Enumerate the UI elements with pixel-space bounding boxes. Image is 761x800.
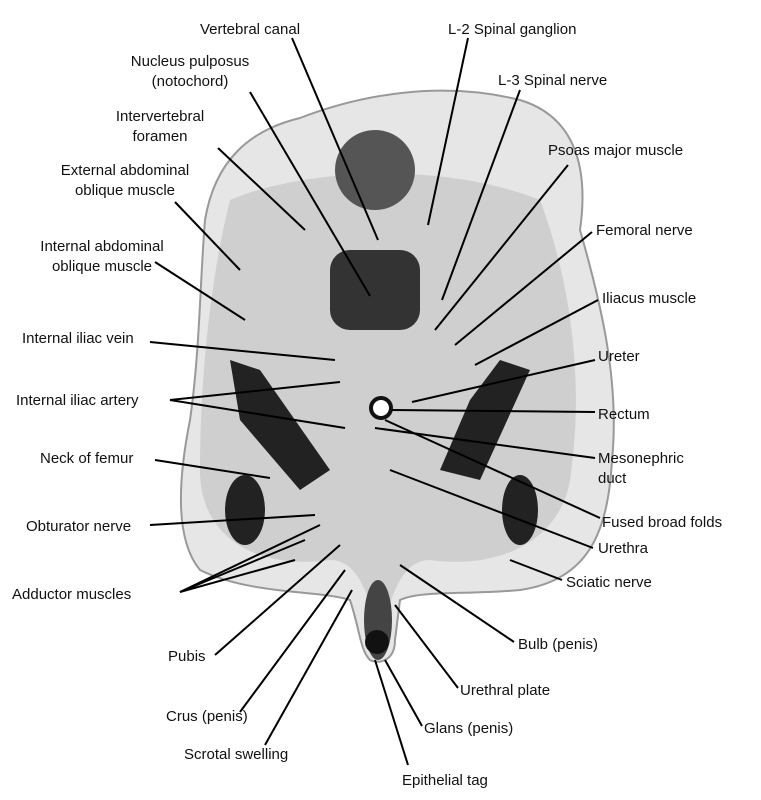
label-obturator-nerve: Obturator nerve [26,518,132,535]
label-glans-penis: Glans (penis) [424,720,514,737]
rectum-mark [369,396,393,420]
label-ureter: Ureter [598,348,640,365]
label-femoral-nerve: Femoral nerve [596,222,693,239]
label-line: (notochord) [151,73,229,90]
label-line: Nucleus pulposus [130,53,250,70]
label-scrotal-swelling: Scrotal swelling [184,746,289,763]
vertebral-body [330,250,420,330]
right-femoral-head [502,475,538,545]
label-sciatic-nerve: Sciatic nerve [566,574,652,591]
leader-lines [149,37,601,766]
label-internal-iliac-vein: Internal iliac vein [22,330,134,347]
label-urethral-plate: Urethral plate [460,682,551,699]
label-mesonephric-duct: Mesonephric duct [598,449,684,489]
label-line: Intervertebral [115,108,205,125]
glans-mark [365,630,389,654]
label-line: Internal abdominal [40,238,164,255]
label-crus-penis: Crus (penis) [166,708,248,725]
label-line: oblique muscle [51,258,153,275]
left-femoral-head [225,475,265,545]
label-line: oblique muscle [74,182,176,199]
label-line: duct [598,470,627,487]
label-bulb-penis: Bulb (penis) [518,636,599,653]
label-psoas-major: Psoas major muscle [548,142,684,159]
label-fused-broad-folds: Fused broad folds [602,514,723,531]
label-vertebral-canal: Vertebral canal [199,21,301,38]
label-intervertebral-foramen: Intervertebral foramen [116,107,204,147]
label-line: foramen [132,128,188,145]
label-internal-oblique: Internal abdominal oblique muscle [40,237,163,277]
label-internal-iliac-artery: Internal iliac artery [16,392,139,409]
label-epithelial-tag: Epithelial tag [402,772,488,789]
label-nucleus-pulposus: Nucleus pulposus (notochord) [131,52,249,92]
label-l2-spinal-ganglion: L-2 Spinal ganglion [448,21,577,38]
label-neck-of-femur: Neck of femur [40,450,134,467]
label-iliacus-muscle: Iliacus muscle [602,290,697,307]
label-pubis: Pubis [168,648,206,665]
label-adductor-muscles: Adductor muscles [12,586,132,603]
label-urethra: Urethra [598,540,649,557]
label-external-oblique: External abdominal oblique muscle [61,161,189,201]
vertebra-arch [335,130,415,210]
left-femur [230,360,330,490]
label-line: External abdominal [60,162,190,179]
label-line: Mesonephric [598,450,684,467]
right-femur [440,360,530,480]
label-rectum: Rectum [598,406,650,423]
label-l3-spinal-nerve: L-3 Spinal nerve [498,72,608,89]
